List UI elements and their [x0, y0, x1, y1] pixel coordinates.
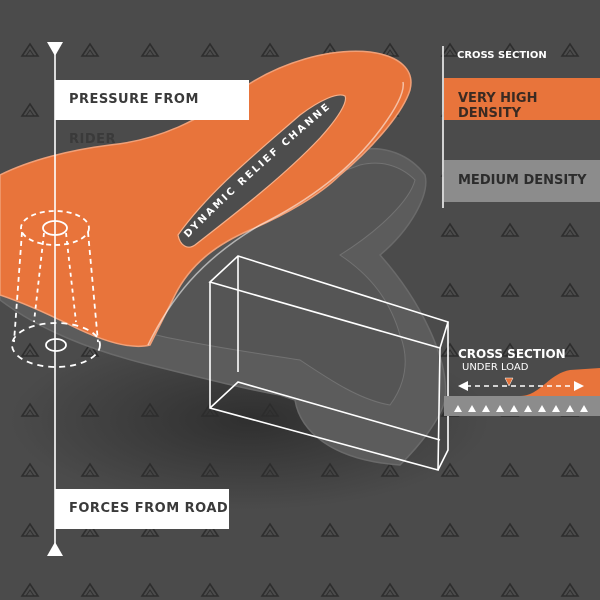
under-load-subtitle: UNDER LOAD: [462, 362, 529, 373]
medium-density-swatch: [444, 160, 600, 202]
very-high-density-label: VERY HIGH DENSITY: [458, 91, 538, 121]
under-load-title: CROSS SECTION: [458, 347, 566, 361]
medium-density-label: MEDIUM DENSITY: [458, 173, 587, 188]
forces-from-road-label: FORCES FROM ROAD: [55, 489, 229, 529]
cross-section-wireframe: [208, 255, 449, 472]
forces-from-road-text: FORCES FROM ROAD: [69, 501, 229, 516]
very-high-density-swatch: [444, 78, 600, 120]
pressure-cone: [11, 210, 101, 368]
force-axis: [47, 42, 63, 556]
relief-channel-slot: [177, 94, 347, 248]
under-load-graphic: [444, 368, 600, 416]
legend-title: CROSS SECTION: [457, 50, 547, 61]
pressure-from-rider-label: PRESSURE FROM RIDER: [55, 80, 249, 147]
channel-rim: [147, 81, 404, 346]
pressure-from-rider-text: PRESSURE FROM RIDER: [69, 92, 199, 147]
